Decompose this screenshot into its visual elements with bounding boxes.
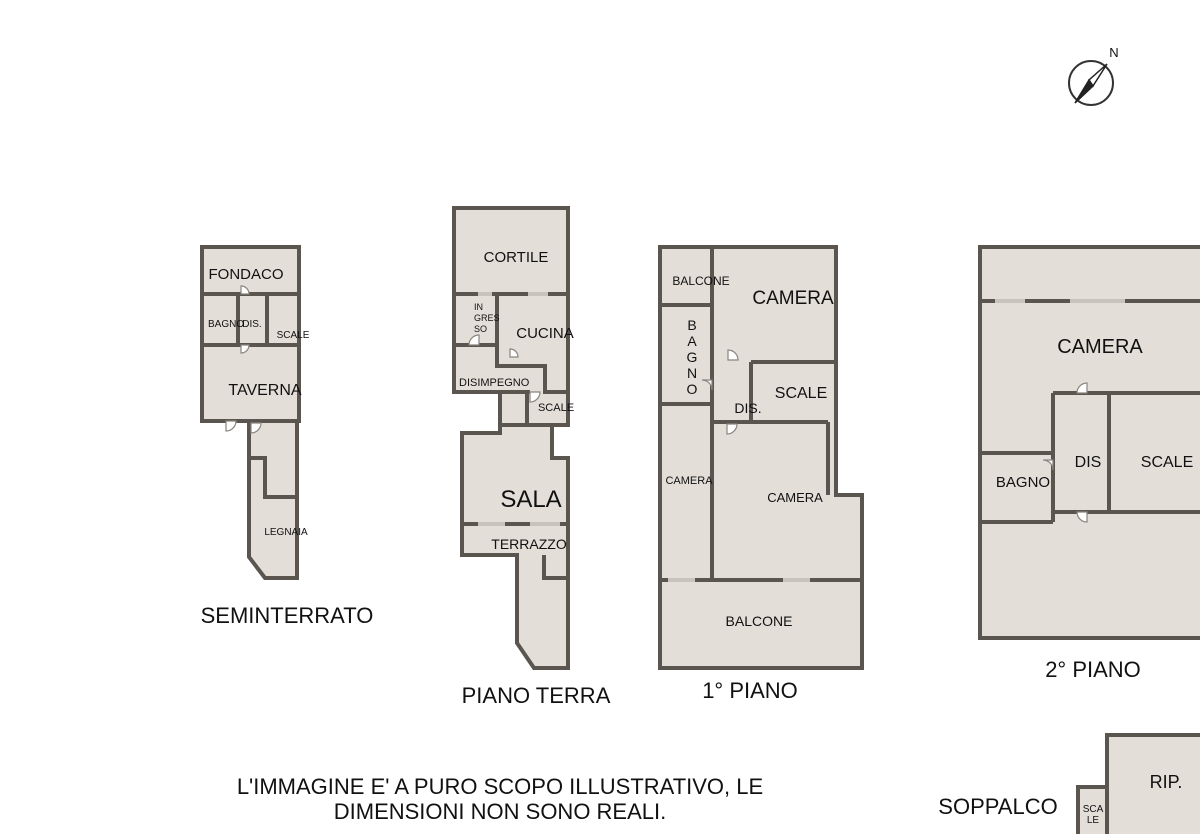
room-label-bagno: BAGNO	[208, 319, 244, 330]
room-label-taverna: TAVERNA	[228, 382, 302, 399]
room-label-bagno-n: N	[687, 365, 697, 381]
room-label-cucina: CUCINA	[516, 325, 574, 342]
disclaimer-line-1: L'IMMAGINE E' A PURO SCOPO ILLUSTRATIVO,…	[237, 774, 763, 799]
room-label-scale: SCALE	[775, 385, 827, 402]
room-label-bagno: BAGNO	[996, 474, 1050, 491]
room-label-camera: CAMERA	[1057, 336, 1143, 358]
floor-soppalco: SCA LE RIP. SOPPALCO	[938, 733, 1200, 834]
compass-needle-south	[1074, 78, 1094, 104]
room-label-camera-right: CAMERA	[767, 490, 823, 505]
floor-label-seminterrato: SEMINTERRATO	[201, 603, 374, 628]
disclaimer-line-2: DIMENSIONI NON SONO REALI.	[334, 799, 667, 824]
room-label-ingresso-2: GRES	[474, 313, 500, 323]
floor-label-primo-piano: 1° PIANO	[702, 678, 798, 703]
room-label-bagno-g: G	[687, 349, 698, 365]
compass: N	[1068, 45, 1119, 106]
room-label-legnaia: LEGNAIA	[264, 527, 308, 538]
floor-label-soppalco: SOPPALCO	[938, 794, 1057, 819]
room-label-ingresso-3: SO	[474, 324, 487, 334]
floor-piano-terra: CORTILE IN GRES SO CUCINA DISIMPEGNO SCA…	[452, 206, 611, 708]
floor-secondo-piano: CAMERA DIS SCALE BAGNO 2° PIANO	[978, 245, 1200, 682]
room-label-balcone-top: BALCONE	[672, 274, 729, 288]
room-label-scale-2: LE	[1087, 815, 1100, 826]
room-label-ingresso-1: IN	[474, 302, 483, 312]
floor-label-piano-terra: PIANO TERRA	[462, 683, 611, 708]
floor-seminterrato: FONDACO BAGNO DIS. SCALE TAVERNA LEGNAIA…	[200, 245, 374, 628]
room-label-balcone-bottom: BALCONE	[726, 613, 793, 629]
room-label-dis: DIS	[1075, 454, 1102, 471]
room-label-dis: DIS.	[242, 319, 261, 330]
room-label-scale: SCALE	[1141, 454, 1193, 471]
room-label-disimpegno: DISIMPEGNO	[459, 377, 530, 389]
room-label-bagno-b: B	[687, 317, 696, 333]
disclaimer-note: L'IMMAGINE E' A PURO SCOPO ILLUSTRATIVO,…	[237, 774, 763, 824]
soppalco-scale-outline	[1076, 785, 1109, 834]
compass-north-label: N	[1109, 45, 1118, 60]
room-label-camera-left: CAMERA	[665, 475, 713, 487]
floor-label-secondo-piano: 2° PIANO	[1045, 657, 1141, 682]
floor-primo-piano: BALCONE CAMERA B A G N O DIS. SCALE CAME…	[658, 245, 864, 703]
secondo-piano-outline	[978, 245, 1200, 640]
room-label-scale: SCALE	[538, 402, 574, 414]
room-label-camera-main: CAMERA	[752, 288, 834, 309]
room-label-dis: DIS.	[734, 400, 761, 416]
room-label-bagno-a: A	[687, 333, 697, 349]
room-label-rip: RIP.	[1150, 772, 1183, 792]
room-label-terrazzo: TERRAZZO	[491, 536, 567, 552]
room-label-bagno-o: O	[687, 381, 698, 397]
piano-terra-outline	[452, 206, 570, 670]
room-label-fondaco: FONDACO	[209, 266, 284, 283]
room-label-scale: SCALE	[277, 330, 310, 341]
room-label-sala: SALA	[500, 486, 561, 513]
room-label-cortile: CORTILE	[484, 249, 549, 266]
room-label-scale-1: SCA	[1083, 804, 1104, 815]
primo-piano-outline	[658, 245, 864, 670]
